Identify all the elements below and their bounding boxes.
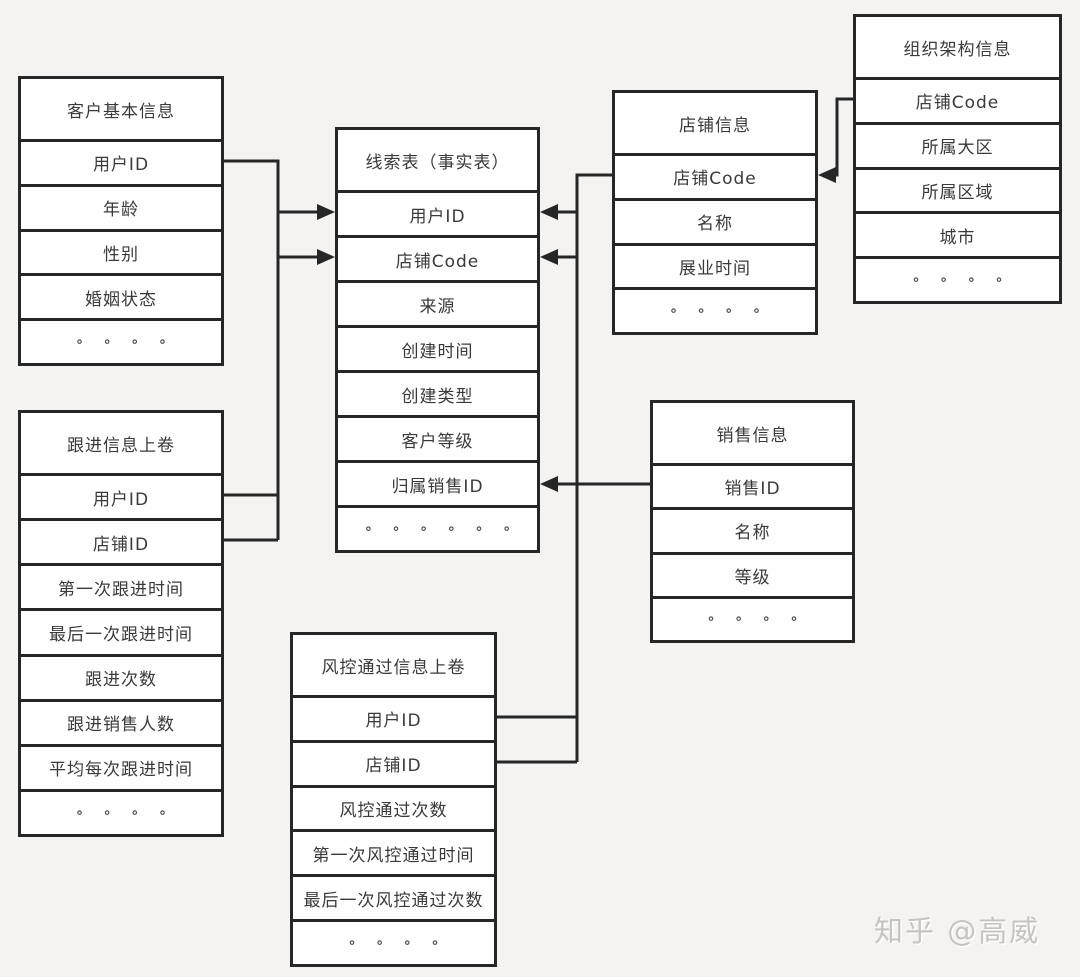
- table-row: 所属大区: [856, 121, 1059, 167]
- table-title: 组织架构信息: [903, 39, 1012, 60]
- table-row-ellipsis: ∘ ∘ ∘ ∘: [856, 256, 1059, 301]
- edge-left-trunk: [224, 159, 335, 542]
- table-shop-info: 店铺信息 店铺Code 名称 展业时间 ∘ ∘ ∘ ∘: [612, 90, 818, 335]
- table-row: 最后一次跟进时间: [21, 608, 221, 653]
- table-row: 用户ID: [338, 190, 537, 235]
- table-row: 等级: [653, 551, 852, 596]
- arrowhead-left-icon: [818, 167, 836, 183]
- table-row-ellipsis: ∘ ∘ ∘ ∘: [293, 919, 494, 964]
- edge-customer-userid: [224, 159, 280, 540]
- table-row: 创建时间: [338, 325, 537, 370]
- arrowhead-left-icon: [540, 249, 558, 265]
- table-row: 店铺Code: [338, 235, 537, 280]
- table-row: 跟进销售人数: [21, 698, 221, 744]
- table-row: 平均每次跟进时间: [21, 743, 221, 789]
- table-row: 来源: [338, 280, 537, 325]
- table-title: 跟进信息上卷: [67, 435, 175, 456]
- table-row: 用户ID: [21, 139, 221, 184]
- table-title: 店铺信息: [679, 115, 751, 136]
- table-followup-rollup: 跟进信息上卷 用户ID 店铺ID 第一次跟进时间 最后一次跟进时间 跟进次数 跟…: [18, 410, 224, 837]
- table-row-ellipsis: ∘ ∘ ∘ ∘: [21, 788, 221, 834]
- table-leads-fact: 线索表（事实表） 用户ID 店铺Code 来源 创建时间 创建类型 客户等级 归…: [335, 127, 540, 553]
- table-row: 店铺ID: [293, 739, 494, 785]
- table-row: 名称: [615, 197, 815, 243]
- table-row: 归属销售ID: [338, 460, 537, 505]
- table-row-ellipsis: ∘ ∘ ∘ ∘ ∘ ∘: [338, 505, 537, 550]
- table-row: 销售ID: [653, 463, 852, 507]
- arrowhead-right-icon: [317, 204, 335, 220]
- table-row: 风控通过次数: [293, 784, 494, 830]
- table-title: 风控通过信息上卷: [321, 657, 466, 678]
- table-row: 展业时间: [615, 242, 815, 288]
- table-row: 用户ID: [293, 695, 494, 740]
- table-row: 所属区域: [856, 166, 1059, 212]
- table-row: 客户等级: [338, 415, 537, 460]
- edge-org-to-shop: [818, 97, 853, 183]
- table-row: 跟进次数: [21, 653, 221, 699]
- arrowhead-right-icon: [317, 249, 335, 265]
- table-row: 名称: [653, 507, 852, 551]
- table-row: 创建类型: [338, 370, 537, 415]
- edge-shop-shopcode: [575, 173, 612, 762]
- table-row: 店铺ID: [21, 518, 221, 563]
- table-row: 年龄: [21, 183, 221, 229]
- table-row: 第一次跟进时间: [21, 563, 221, 608]
- edge-org-shopcode: [834, 97, 853, 177]
- table-sales-info: 销售信息 销售ID 名称 等级 ∘ ∘ ∘ ∘: [650, 400, 855, 643]
- edge-right-trunk: [497, 173, 612, 764]
- table-row-ellipsis: ∘ ∘ ∘ ∘: [615, 287, 815, 332]
- watermark: 知乎 @高威: [874, 914, 1041, 948]
- table-row: 店铺Code: [615, 153, 815, 198]
- table-row: 婚姻状态: [21, 273, 221, 318]
- table-org-structure-info: 组织架构信息 店铺Code 所属大区 所属区域 城市 ∘ ∘ ∘ ∘: [853, 14, 1062, 304]
- table-title: 线索表（事实表）: [365, 152, 510, 173]
- table-row: 最后一次风控通过次数: [293, 874, 494, 919]
- arrowhead-left-icon: [540, 204, 558, 220]
- table-row: 第一次风控通过时间: [293, 829, 494, 874]
- table-customer-info: 客户基本信息 用户ID 年龄 性别 婚姻状态 ∘ ∘ ∘ ∘: [18, 76, 224, 366]
- table-risk-pass-rollup: 风控通过信息上卷 用户ID 店铺ID 风控通过次数 第一次风控通过时间 最后一次…: [290, 632, 497, 967]
- table-row: 店铺Code: [856, 77, 1059, 122]
- table-title: 客户基本信息: [67, 101, 175, 122]
- table-title: 销售信息: [716, 425, 789, 446]
- edge-sales-to-fact: [540, 476, 650, 492]
- arrowhead-left-icon: [540, 476, 558, 492]
- table-row: 性别: [21, 228, 221, 274]
- table-row-ellipsis: ∘ ∘ ∘ ∘: [653, 595, 852, 640]
- table-row: 城市: [856, 211, 1059, 256]
- table-row: 用户ID: [21, 473, 221, 518]
- table-row-ellipsis: ∘ ∘ ∘ ∘: [21, 318, 221, 363]
